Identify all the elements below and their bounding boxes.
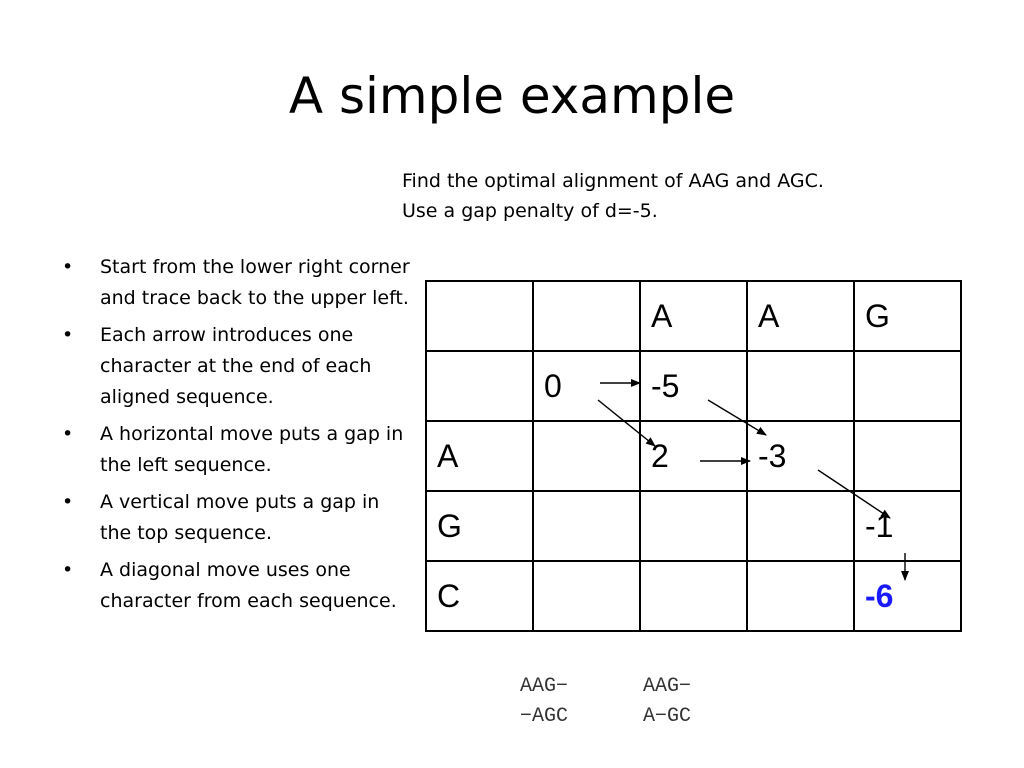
matrix-cell: 0: [532, 350, 641, 422]
matrix-cell: [746, 350, 855, 422]
matrix-cell: [532, 420, 641, 492]
aligned-sequence: A−GC: [643, 705, 692, 728]
matrix-cell: -5: [639, 350, 748, 422]
matrix-row: 0 -5: [425, 350, 962, 422]
column-header: G: [853, 280, 962, 352]
matrix-row: A A G: [425, 280, 962, 352]
matrix-cell: [853, 420, 962, 492]
matrix-row: G -1: [425, 490, 962, 562]
slide-title: A simple example: [288, 67, 736, 125]
problem-line-2: Use a gap penalty of d=-5.: [402, 200, 658, 222]
matrix-cell: -3: [746, 420, 855, 492]
matrix-cell: [639, 490, 748, 562]
alignment-result: AAG− A−GC: [643, 672, 691, 732]
bullet-item: A horizontal move puts a gap in the left…: [62, 419, 412, 481]
bullet-list: Start from the lower right corner and tr…: [62, 252, 412, 623]
problem-line-1: Find the optimal alignment of AAG and AG…: [402, 170, 824, 192]
bullet-item: Each arrow introduces one character at t…: [62, 320, 412, 413]
matrix-cell: 2: [639, 420, 748, 492]
matrix-row: C -6: [425, 560, 962, 632]
final-score-cell: -6: [853, 560, 962, 632]
aligned-sequence: AAG−: [643, 675, 692, 698]
column-header: A: [639, 280, 748, 352]
row-header: [425, 350, 534, 422]
aligned-sequence: AAG−: [520, 675, 569, 698]
matrix-cell: [639, 560, 748, 632]
matrix-cell: [532, 490, 641, 562]
alignment-result: AAG− −AGC: [520, 672, 568, 732]
row-header: G: [425, 490, 534, 562]
aligned-sequence: −AGC: [520, 705, 569, 728]
bullet-item: A vertical move puts a gap in the top se…: [62, 487, 412, 549]
column-header: A: [746, 280, 855, 352]
matrix-cell: [746, 560, 855, 632]
matrix-cell: -1: [853, 490, 962, 562]
matrix-cell: [532, 280, 641, 352]
matrix-cell: [425, 280, 534, 352]
matrix-row: A 2 -3: [425, 420, 962, 492]
alignment-matrix: A A G 0 -5 A 2 -3 G -1 C -6: [425, 280, 962, 632]
bullet-item: A diagonal move uses one character from …: [62, 555, 412, 617]
matrix-cell: [853, 350, 962, 422]
row-header: C: [425, 560, 534, 632]
row-header: A: [425, 420, 534, 492]
matrix-cell: [532, 560, 641, 632]
matrix-cell: [746, 490, 855, 562]
bullet-item: Start from the lower right corner and tr…: [62, 252, 412, 314]
problem-statement: Find the optimal alignment of AAG and AG…: [402, 166, 824, 226]
